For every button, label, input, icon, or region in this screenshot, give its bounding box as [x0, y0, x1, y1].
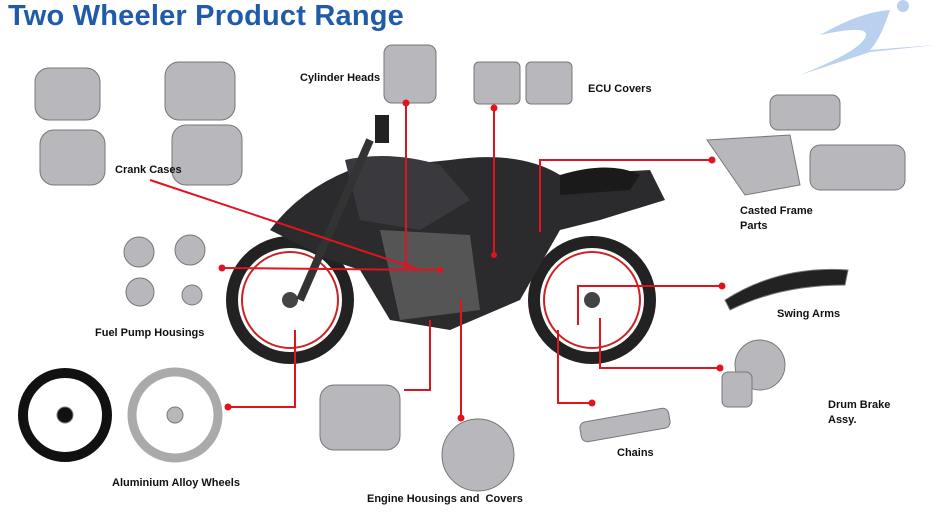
leader-chains	[557, 330, 592, 404]
leader-swing-arms	[577, 285, 722, 325]
leader-lines	[149, 103, 722, 418]
label-fuel-pump-housings: Fuel Pump Housings	[95, 327, 205, 339]
label-line: Drum Brake	[828, 399, 891, 411]
fuel-pump-housings-image	[123, 234, 206, 307]
alloy-wheels-image	[18, 367, 223, 463]
leader-crank-cases	[149, 179, 421, 271]
label-line: Assy.	[828, 414, 857, 426]
cylinder-heads-image	[383, 44, 437, 104]
running-figure-logo	[800, 0, 935, 75]
crank-cases-image	[34, 61, 243, 186]
ecu-covers-image	[473, 61, 573, 105]
leader-dots	[218, 99, 726, 422]
chains-image	[579, 407, 671, 443]
label-crank-cases: Crank Cases	[115, 164, 182, 176]
label-alloy-wheels: Aluminium Alloy Wheels	[112, 477, 240, 489]
label-drum-brake: Drum Brake Assy.	[828, 398, 890, 428]
label-ecu-covers: ECU Covers	[588, 83, 652, 95]
label-cylinder-heads: Cylinder Heads	[300, 72, 381, 84]
label-line: Casted Frame	[740, 205, 813, 217]
label-casted-frame-parts: Casted Frame Parts	[740, 204, 813, 234]
engine-housings-image	[319, 384, 515, 492]
drum-brake-image	[721, 339, 786, 408]
label-engine-housings: Engine Housings and Covers	[367, 493, 523, 505]
leader-fuel-pump	[221, 267, 441, 271]
leader-engine-housings-1	[404, 320, 431, 391]
casted-frame-parts-image	[706, 94, 906, 196]
swing-arm-image	[724, 268, 849, 311]
label-chains: Chains	[617, 447, 654, 459]
page-title: Two Wheeler Product Range	[8, 0, 405, 32]
leader-casted-frame	[539, 159, 712, 232]
leader-drum-brake	[599, 318, 720, 369]
leader-alloy-wheels	[228, 330, 296, 408]
label-line: Parts	[740, 220, 768, 232]
label-swing-arms: Swing Arms	[777, 308, 841, 320]
